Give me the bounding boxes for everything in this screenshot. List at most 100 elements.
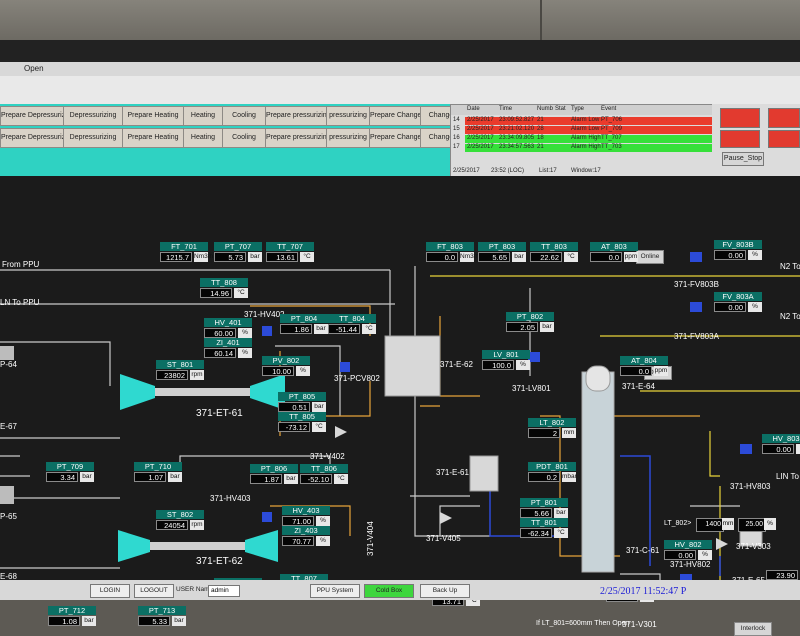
- sequence-button-row1-7[interactable]: Prepare Change: [369, 106, 421, 126]
- back-up-button[interactable]: Back Up: [420, 584, 470, 598]
- tag-value: 100.0: [482, 360, 514, 370]
- sequence-button-row1-0[interactable]: Prepare Depressurizing: [0, 106, 64, 126]
- tag-tt801[interactable]: TT_801-62.34°C: [520, 518, 568, 538]
- tag-unit: %: [796, 444, 800, 454]
- tag-value: 0.00: [714, 302, 746, 312]
- cold-box-button[interactable]: Cold Box: [364, 584, 414, 598]
- sequence-button-row1-3[interactable]: Heating: [183, 106, 223, 126]
- tag-value: 0.00: [714, 250, 746, 260]
- pipe-orange-5: [439, 316, 480, 397]
- user-name-field[interactable]: admin: [208, 585, 240, 597]
- lt802-setpoint: LT_802> 1400 mm 25.00 %: [664, 518, 780, 532]
- sequence-button-row2-4[interactable]: Cooling: [222, 128, 266, 148]
- lt802-setpoint-value2[interactable]: 25.00: [738, 518, 766, 532]
- clock: 2/25/2017 11:52:47 P: [600, 586, 687, 597]
- tag-value: -73.12: [278, 422, 310, 432]
- tag-value: 70.77: [282, 536, 314, 546]
- lt802-setpoint-value[interactable]: 1400: [696, 518, 724, 532]
- login-button[interactable]: LOGIN: [90, 584, 130, 598]
- sequence-button-row1-6[interactable]: pressurizing: [326, 106, 370, 126]
- label-hv402: 371-HV402: [244, 310, 285, 319]
- alarm-col-type: Type: [571, 106, 585, 112]
- tag-e65v[interactable]: 23.90: [766, 560, 800, 580]
- sequence-button-row2-6[interactable]: pressurizing: [326, 128, 370, 148]
- sequence-button-row1-5[interactable]: Prepare pressurizing: [265, 106, 327, 126]
- tag-value: 5.33: [138, 616, 170, 626]
- sequence-button-row1-4[interactable]: Cooling: [222, 106, 266, 126]
- sequence-button-row2-0[interactable]: Prepare Depressurizing: [0, 128, 64, 148]
- alarm-cell-idx: 17: [453, 144, 460, 150]
- tag-value: 5.65: [478, 252, 510, 262]
- interlock-button[interactable]: Interlock: [734, 622, 772, 636]
- tag-name: AT_804: [620, 356, 668, 365]
- sequence-button-row2-3[interactable]: Heating: [183, 128, 223, 148]
- label-hv802: 371-HV802: [670, 560, 711, 569]
- tag-unit: bar: [80, 472, 94, 482]
- tag-tt804[interactable]: TT_804-51.44°C: [328, 314, 376, 334]
- menu-item-open[interactable]: Open: [24, 64, 44, 73]
- sequence-button-row1-1[interactable]: Depressurizing: [63, 106, 123, 126]
- alarm-status-list: List:17: [539, 168, 557, 174]
- alarm-lamp-4: [768, 130, 800, 148]
- sequence-button-row2-1[interactable]: Depressurizing: [63, 128, 123, 148]
- tag-tt805[interactable]: TT_805-73.12°C: [278, 412, 326, 432]
- tag-value: 71.00: [282, 516, 314, 526]
- alarm-col-time: Time: [499, 106, 513, 112]
- label-hv403: 371-HV403: [210, 494, 251, 503]
- tag-tt806[interactable]: TT_806-52.10°C: [300, 464, 348, 484]
- sequence-button-row2-5[interactable]: Prepare pressurizing: [265, 128, 327, 148]
- ppu-system-button[interactable]: PPU System: [310, 584, 360, 598]
- tag-name: HV_803: [762, 434, 800, 443]
- tag-name: PT_709: [46, 462, 94, 471]
- tag-name: PT_805: [278, 392, 326, 401]
- logout-button[interactable]: LOGOUT: [134, 584, 174, 598]
- sequence-button-row2-2[interactable]: Prepare Heating: [122, 128, 184, 148]
- tag-value: 1.08: [48, 616, 80, 626]
- sequence-button-row1-2[interactable]: Prepare Heating: [122, 106, 184, 126]
- online-button-at803[interactable]: Online: [636, 250, 664, 264]
- tag-name: PT_801: [520, 498, 568, 507]
- sequence-button-row2-7[interactable]: Prepare Change: [369, 128, 421, 148]
- tag-unit: %: [238, 328, 252, 338]
- pause-stop-button[interactable]: Pause_Stop: [722, 152, 764, 166]
- tag-value: 1.86: [280, 324, 312, 334]
- tag-unit: bar: [540, 322, 554, 332]
